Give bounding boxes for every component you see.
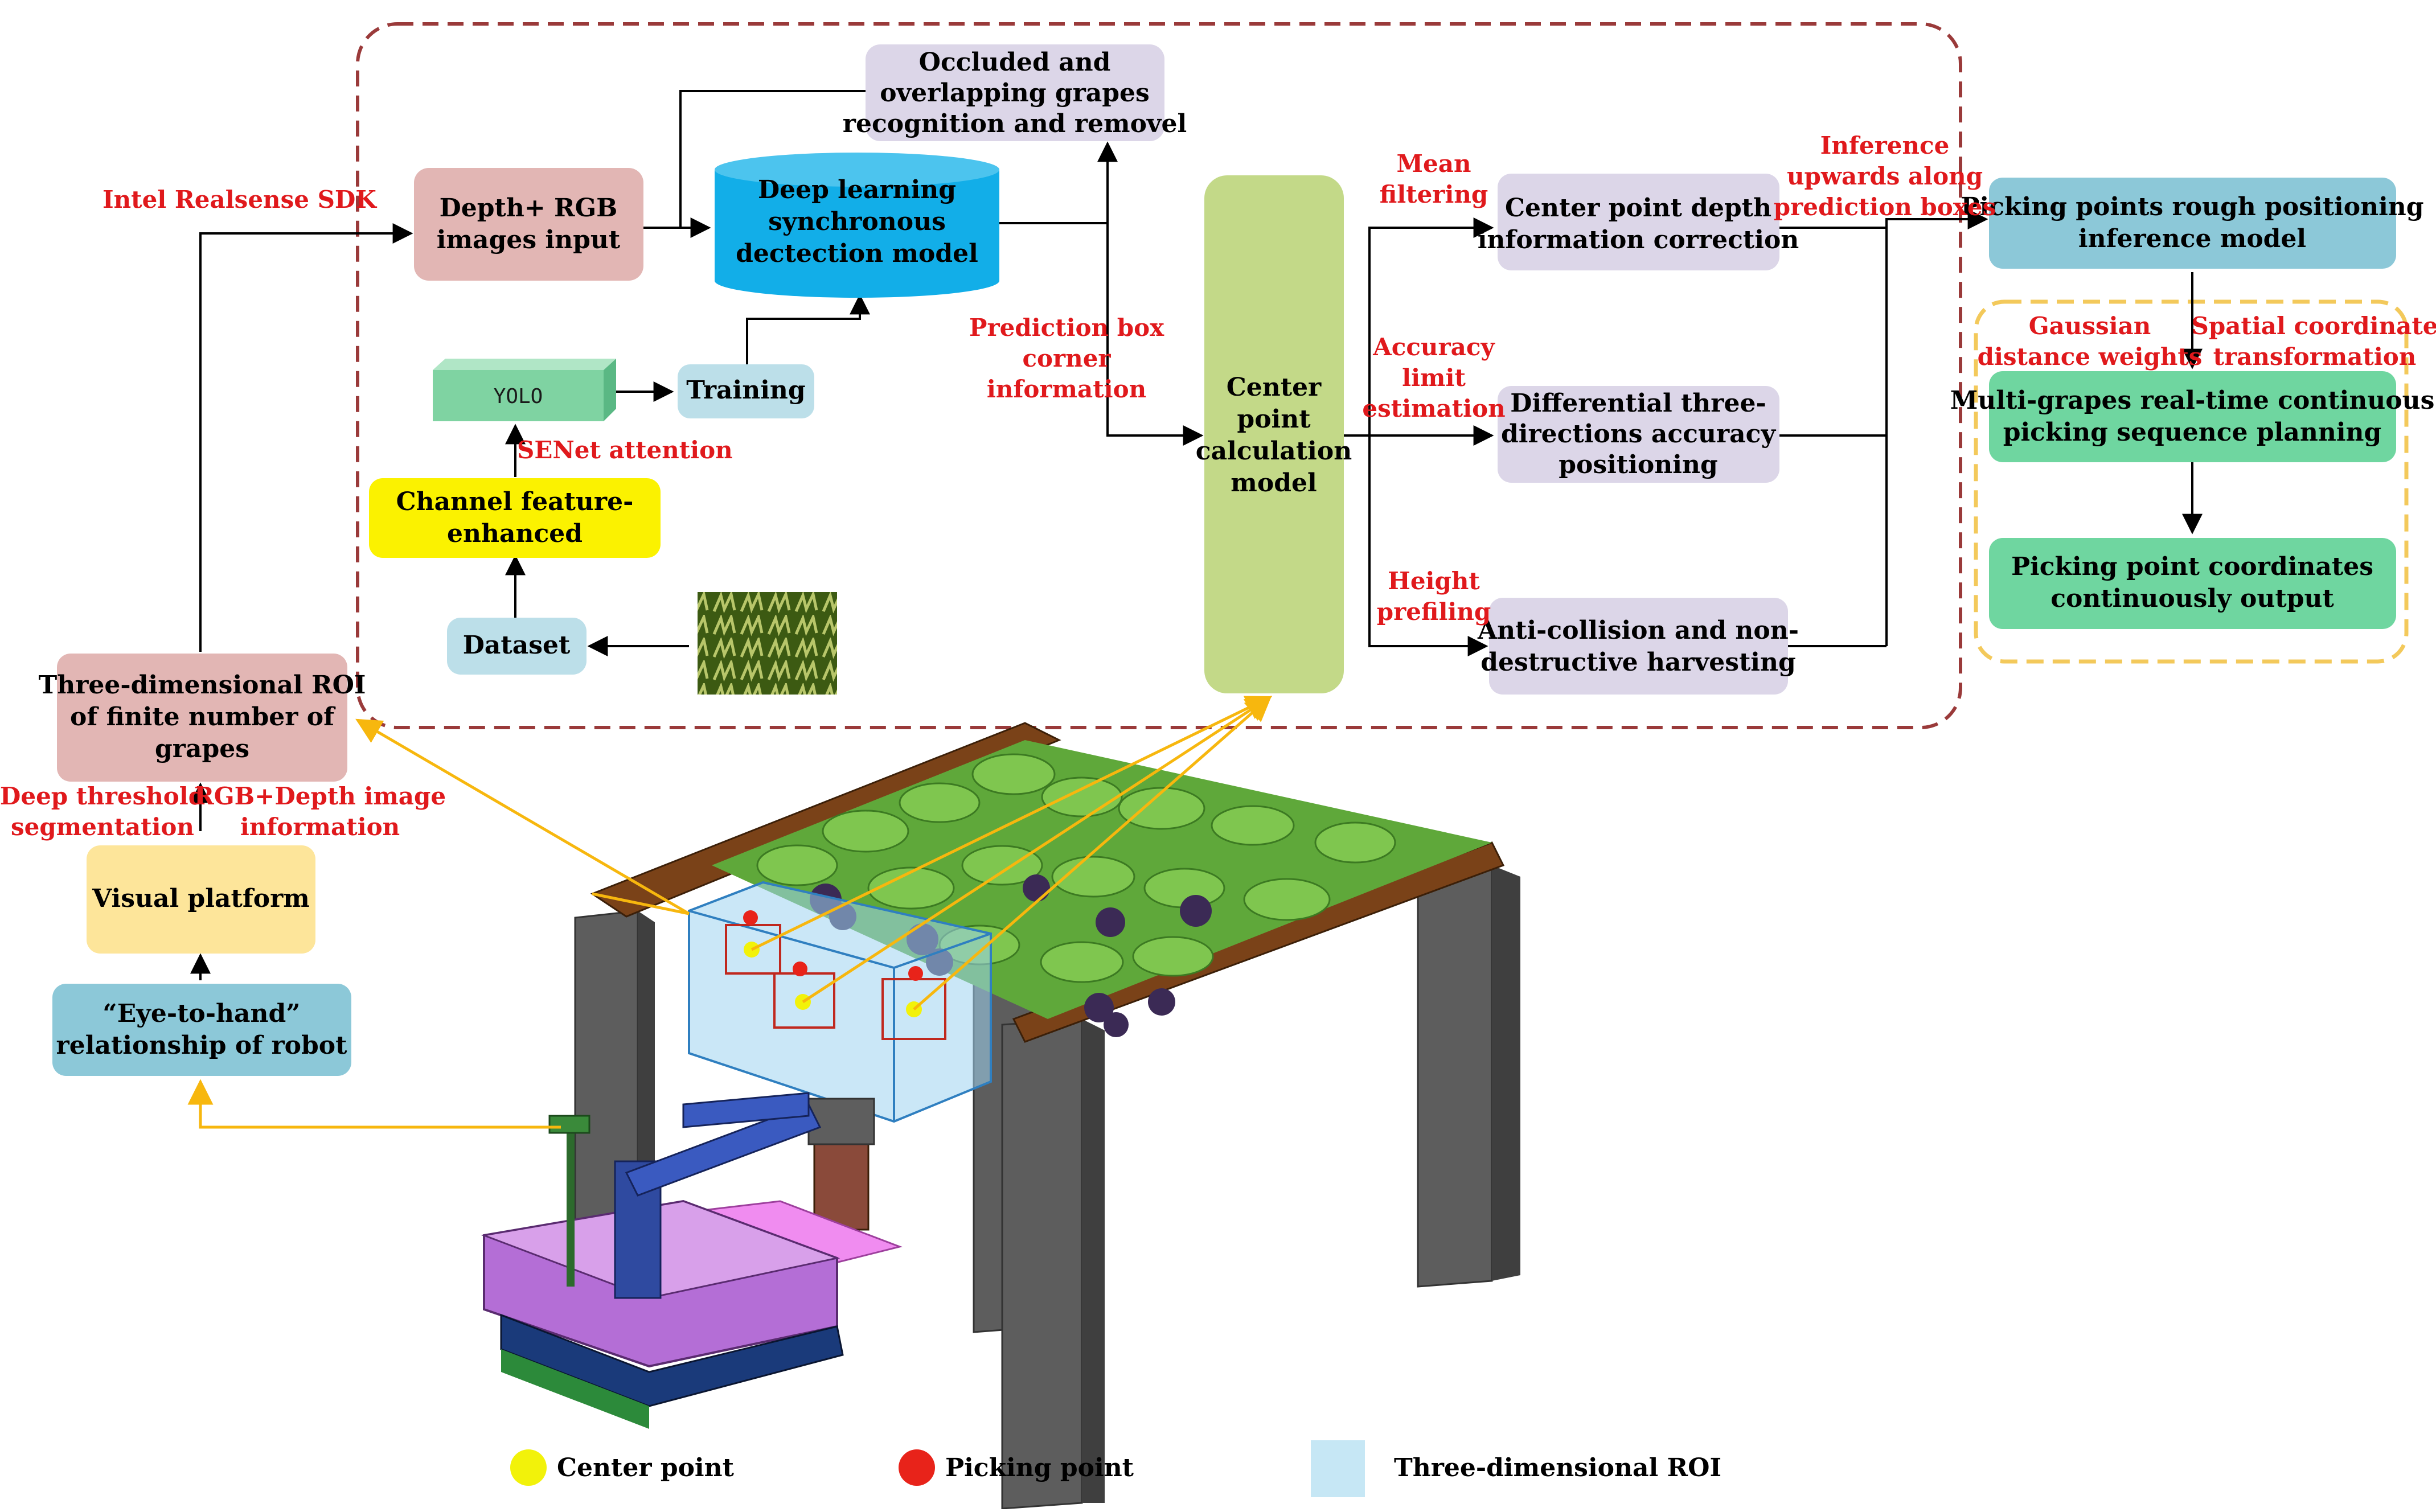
yolo-block xyxy=(433,359,616,421)
senet-label: SENet attention xyxy=(517,436,733,464)
center-depth-correction-box xyxy=(1498,174,1779,270)
dataset-box xyxy=(447,618,587,675)
anti-collision-text: Anti-collision and non-destructive harve… xyxy=(1477,616,1799,677)
legend: Center point Picking point Three-dimensi… xyxy=(510,1440,1721,1497)
three-dimensional-roi-box xyxy=(57,654,347,782)
legend-picking-point: Picking point xyxy=(945,1453,1134,1482)
anti-collision-box xyxy=(1489,598,1788,695)
intel-sdk-label: Intel Realsense SDK xyxy=(102,186,377,213)
rough-positioning-box xyxy=(1989,178,2396,269)
channel-feature-box xyxy=(369,478,661,558)
legend-roi: Three-dimensional ROI xyxy=(1394,1453,1721,1482)
center-point-model-box xyxy=(1204,175,1344,693)
training-text: Training xyxy=(686,376,805,405)
visual-platform-box xyxy=(87,845,315,954)
grape-dataset-image xyxy=(698,592,837,695)
deep-learning-model-cylinder xyxy=(715,153,999,298)
yolo-text: YOLO xyxy=(494,385,543,408)
eye-to-hand-box xyxy=(52,984,351,1076)
roi-swatch xyxy=(1311,1440,1365,1497)
vineyard-robot-illustration xyxy=(481,722,1520,1510)
occluded-grapes-box xyxy=(866,44,1164,141)
picking-point-swatch xyxy=(899,1449,935,1486)
depth-rgb-input-box xyxy=(414,168,643,281)
differential-positioning-box xyxy=(1498,386,1779,483)
coordinates-output-box xyxy=(1989,538,2396,629)
model-group-border xyxy=(356,22,1962,729)
visual-platform-text: Visual platform xyxy=(92,884,310,913)
channel-feature-text: Channel feature-enhanced xyxy=(396,487,634,548)
dataset-text: Dataset xyxy=(463,631,571,660)
legend-center-point: Center point xyxy=(557,1453,735,1482)
multi-grapes-planning-box xyxy=(1989,371,2396,462)
training-box xyxy=(678,364,814,418)
center-point-swatch xyxy=(510,1449,547,1486)
eye-to-hand-text: “Eye-to-hand”relationship of robot xyxy=(56,999,348,1060)
